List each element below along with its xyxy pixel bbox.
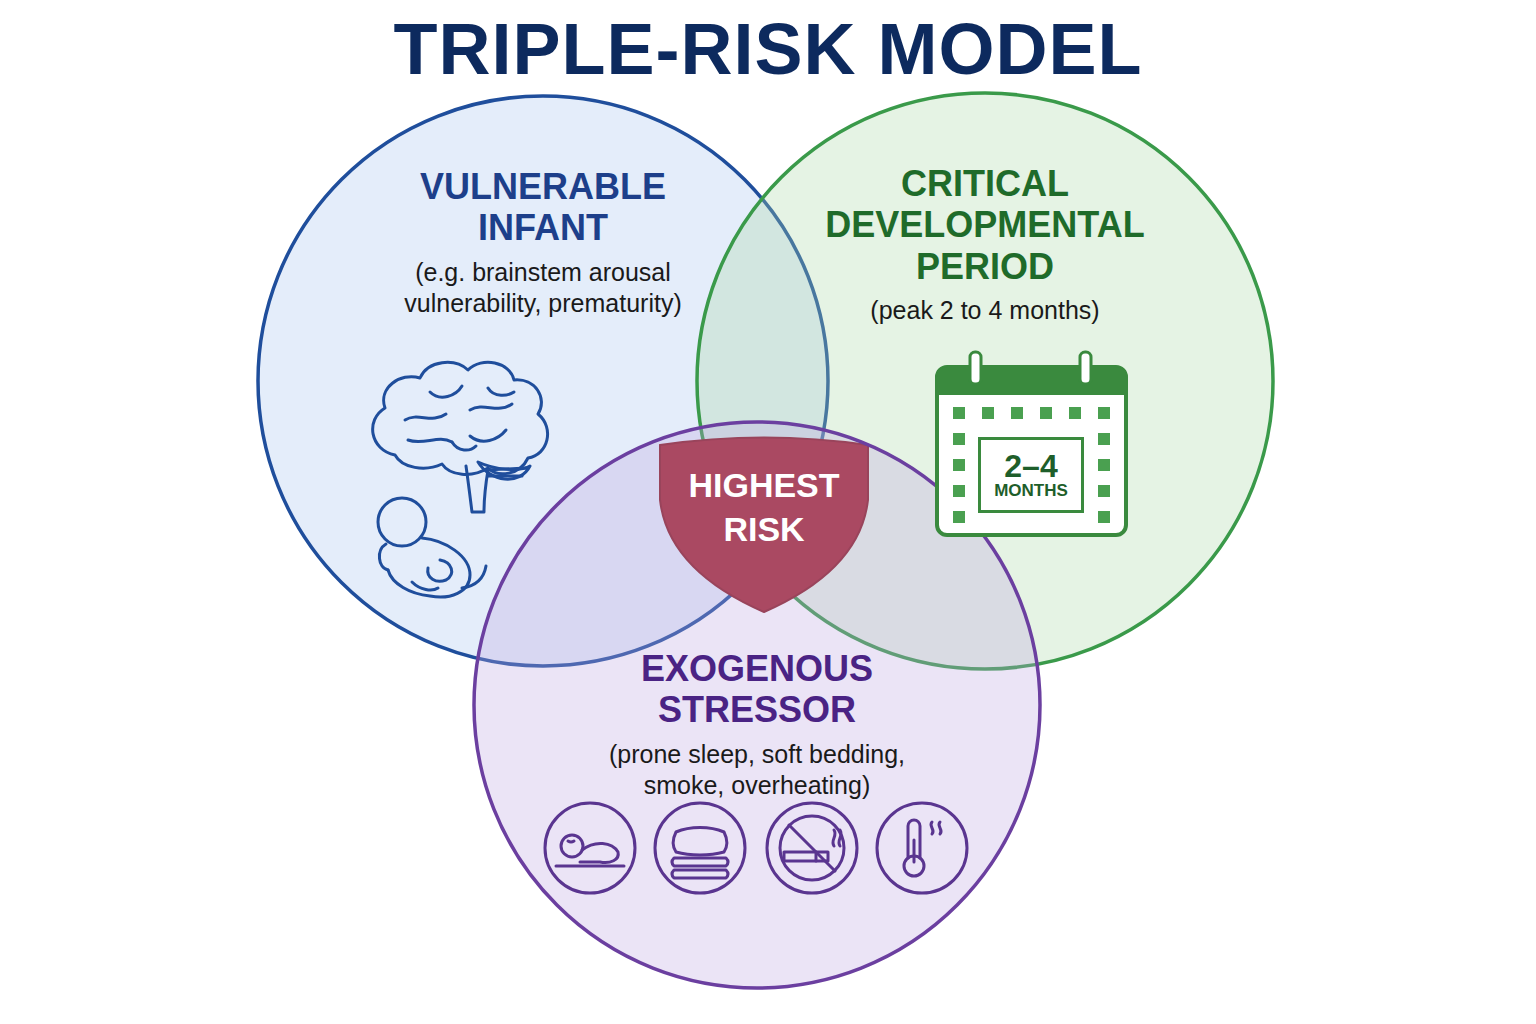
calendar-day xyxy=(953,433,965,445)
calendar-day xyxy=(1098,485,1110,497)
calendar-day xyxy=(1098,407,1110,419)
circle-heading: VULNERABLE INFANT xyxy=(393,166,693,249)
calendar-day xyxy=(1098,511,1110,523)
calendar-day xyxy=(953,459,965,471)
risk-label: HIGHEST RISK xyxy=(674,464,854,551)
circle-body: (e.g. brainstem arousal vulnerability, p… xyxy=(393,257,693,320)
circle-heading: EXOGENOUS STRESSOR xyxy=(607,648,907,731)
calendar-day xyxy=(1069,407,1081,419)
range-number: 2–4 xyxy=(1004,450,1057,482)
calendar-day xyxy=(953,511,965,523)
text-stack: VULNERABLE INFANT (e.g. brainstem arousal… xyxy=(378,166,708,319)
text-stack: EXOGENOUS STRESSOR (prone sleep, soft bed… xyxy=(567,648,947,801)
text-stack: HIGHEST RISK xyxy=(669,464,859,551)
calendar-day xyxy=(982,407,994,419)
circle-body: (peak 2 to 4 months) xyxy=(805,295,1165,326)
calendar-icon xyxy=(937,352,1126,535)
text-stack: CRITICAL DEVELOPMENTAL PERIOD (peak 2 to … xyxy=(795,163,1175,326)
range-unit: MONTHS xyxy=(994,482,1068,501)
diagram-title: TRIPLE-RISK MODEL xyxy=(0,8,1536,90)
circle-body: (prone sleep, soft bedding, smoke, overh… xyxy=(577,739,937,802)
calendar-range-box: 2–4MONTHS xyxy=(978,437,1084,513)
fetus-icon xyxy=(378,498,486,597)
stressor-icons xyxy=(545,803,967,893)
calendar-day xyxy=(1098,459,1110,471)
circle-heading: CRITICAL DEVELOPMENTAL PERIOD xyxy=(805,163,1165,287)
brain-icon xyxy=(373,362,548,512)
calendar-day xyxy=(953,407,965,419)
calendar-day xyxy=(953,485,965,497)
calendar-day xyxy=(1098,433,1110,445)
calendar-day xyxy=(1011,407,1023,419)
calendar-day xyxy=(1040,407,1052,419)
